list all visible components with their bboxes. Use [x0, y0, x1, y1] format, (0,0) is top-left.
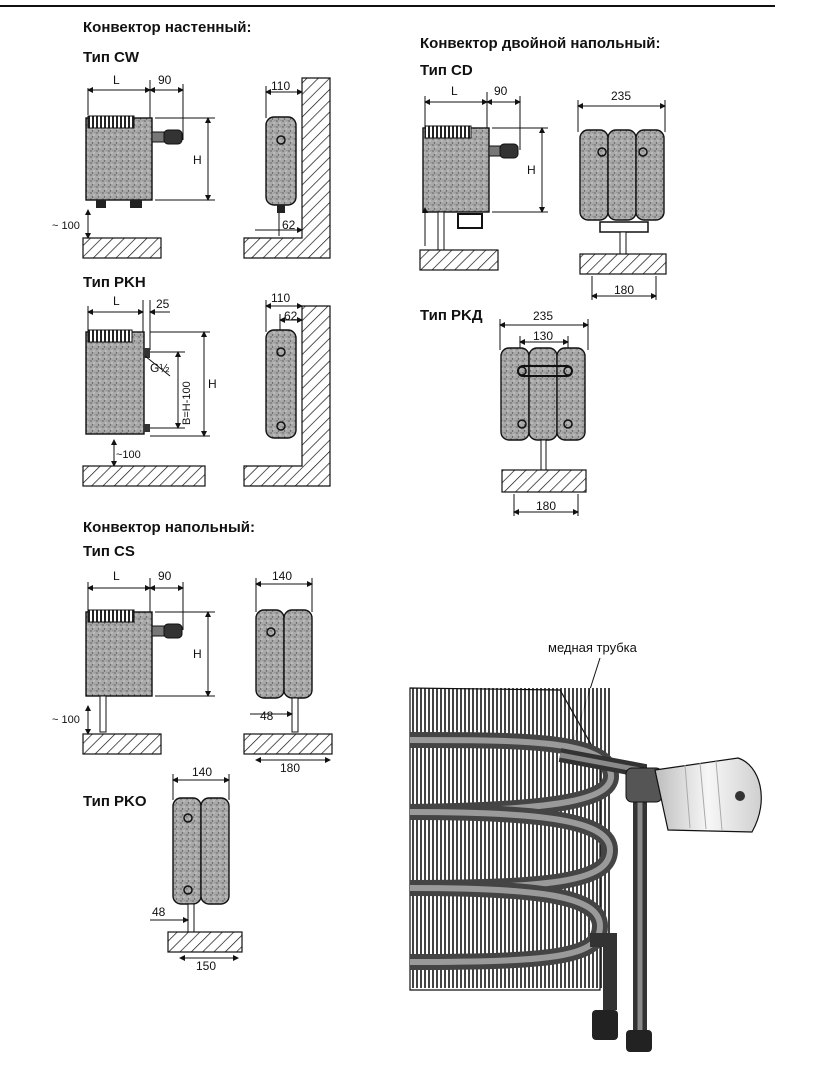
cw-wall-bracket [243, 77, 331, 259]
cs-floor [82, 733, 162, 755]
cw-dim-90: 90 [158, 73, 172, 87]
pkh-dim-25: 25 [156, 297, 170, 311]
type-cw-diagram: Тип CW L 90 H ~ 100 110 [52, 49, 331, 259]
cs-dim-h: H [193, 647, 202, 661]
cw-dim-100: ~ 100 [52, 220, 80, 232]
double-floor-convector-title: Конвектор двойной напольный: [420, 35, 661, 52]
cs-convector-body [85, 611, 153, 697]
cd-dim-h: H [527, 163, 536, 177]
pko-body [200, 797, 230, 905]
cd-dim-90: 90 [494, 84, 508, 98]
cw-dim-l: L [113, 73, 120, 87]
cs-dim-140: 140 [272, 569, 292, 583]
pkd-floor [501, 469, 587, 493]
cd-side-body [635, 129, 665, 221]
pkh-dim-62: 62 [284, 309, 298, 323]
pko-dim-150: 150 [196, 959, 216, 973]
pkh-dim-110: 110 [271, 291, 290, 305]
pko-dim-140: 140 [192, 765, 212, 779]
copper-pipe-illustration: медная трубка [409, 640, 762, 1052]
cs-valve-icon [163, 623, 183, 639]
thermostatic-head-icon [654, 757, 762, 833]
pkd-dim-180: 180 [536, 499, 556, 513]
floor-convector-title: Конвектор напольный: [83, 519, 255, 536]
cd-convector-body [422, 127, 490, 213]
cd-dim-l: L [451, 84, 458, 98]
cs-dim-l: L [113, 569, 120, 583]
type-pkd-diagram: Тип PKД 235 130 180 [420, 307, 589, 516]
type-pko-label: Тип PKO [83, 793, 147, 810]
pkh-convector-body [85, 331, 145, 435]
pkh-dim-h: H [208, 377, 217, 391]
cw-dim-110: 110 [271, 79, 290, 93]
type-pkh-label: Тип PKH [83, 274, 146, 291]
type-cs-diagram: Тип CS L 90 H ~ 100 140 48 180 [52, 543, 333, 775]
cd-side-floor [579, 253, 667, 275]
cw-dim-62: 62 [282, 218, 296, 232]
cs-dim-48: 48 [260, 709, 274, 723]
pkd-dim-130: 130 [533, 329, 553, 343]
cw-dim-h: H [193, 153, 202, 167]
cd-floor [419, 249, 499, 271]
cw-convector-body [85, 117, 153, 201]
pkh-wall-bracket [243, 305, 331, 487]
pkh-dim-l: L [113, 294, 120, 308]
copper-pipe-label: медная трубка [548, 640, 638, 655]
pko-floor [167, 931, 243, 953]
pkh-side-body [265, 329, 297, 439]
cs-side-body [283, 609, 313, 699]
wall-convector-title: Конвектор настенный: [83, 19, 251, 36]
pko-dim-48: 48 [152, 905, 166, 919]
cw-valve-icon [163, 129, 183, 145]
cw-floor [82, 237, 162, 259]
cd-dim-180: 180 [614, 283, 634, 297]
type-pkd-label: Тип PKД [420, 307, 483, 324]
type-pkh-diagram: Тип PKH L 25 G½ B=H-100 H ~100 110 62 [82, 274, 331, 487]
type-pko-diagram: Тип PKO 140 48 150 [83, 765, 243, 973]
cd-dim-235: 235 [611, 89, 631, 103]
cs-dim-100: ~ 100 [52, 714, 80, 726]
type-cd-label: Тип CD [420, 62, 473, 79]
cs-dim-180: 180 [280, 761, 300, 775]
cw-side-body [265, 116, 297, 206]
type-cd-diagram: Тип CD L 90 H 235 180 [419, 62, 667, 300]
pkd-dim-235: 235 [533, 309, 553, 323]
pkh-dim-100: ~100 [116, 449, 141, 461]
cd-valve-icon [499, 143, 519, 159]
type-cs-label: Тип CS [83, 543, 135, 560]
type-cw-label: Тип CW [83, 49, 140, 66]
cs-dim-90: 90 [158, 569, 172, 583]
cs-side-floor [243, 733, 333, 755]
pkh-dim-bh: B=H-100 [181, 381, 193, 425]
pkh-floor [82, 465, 206, 487]
